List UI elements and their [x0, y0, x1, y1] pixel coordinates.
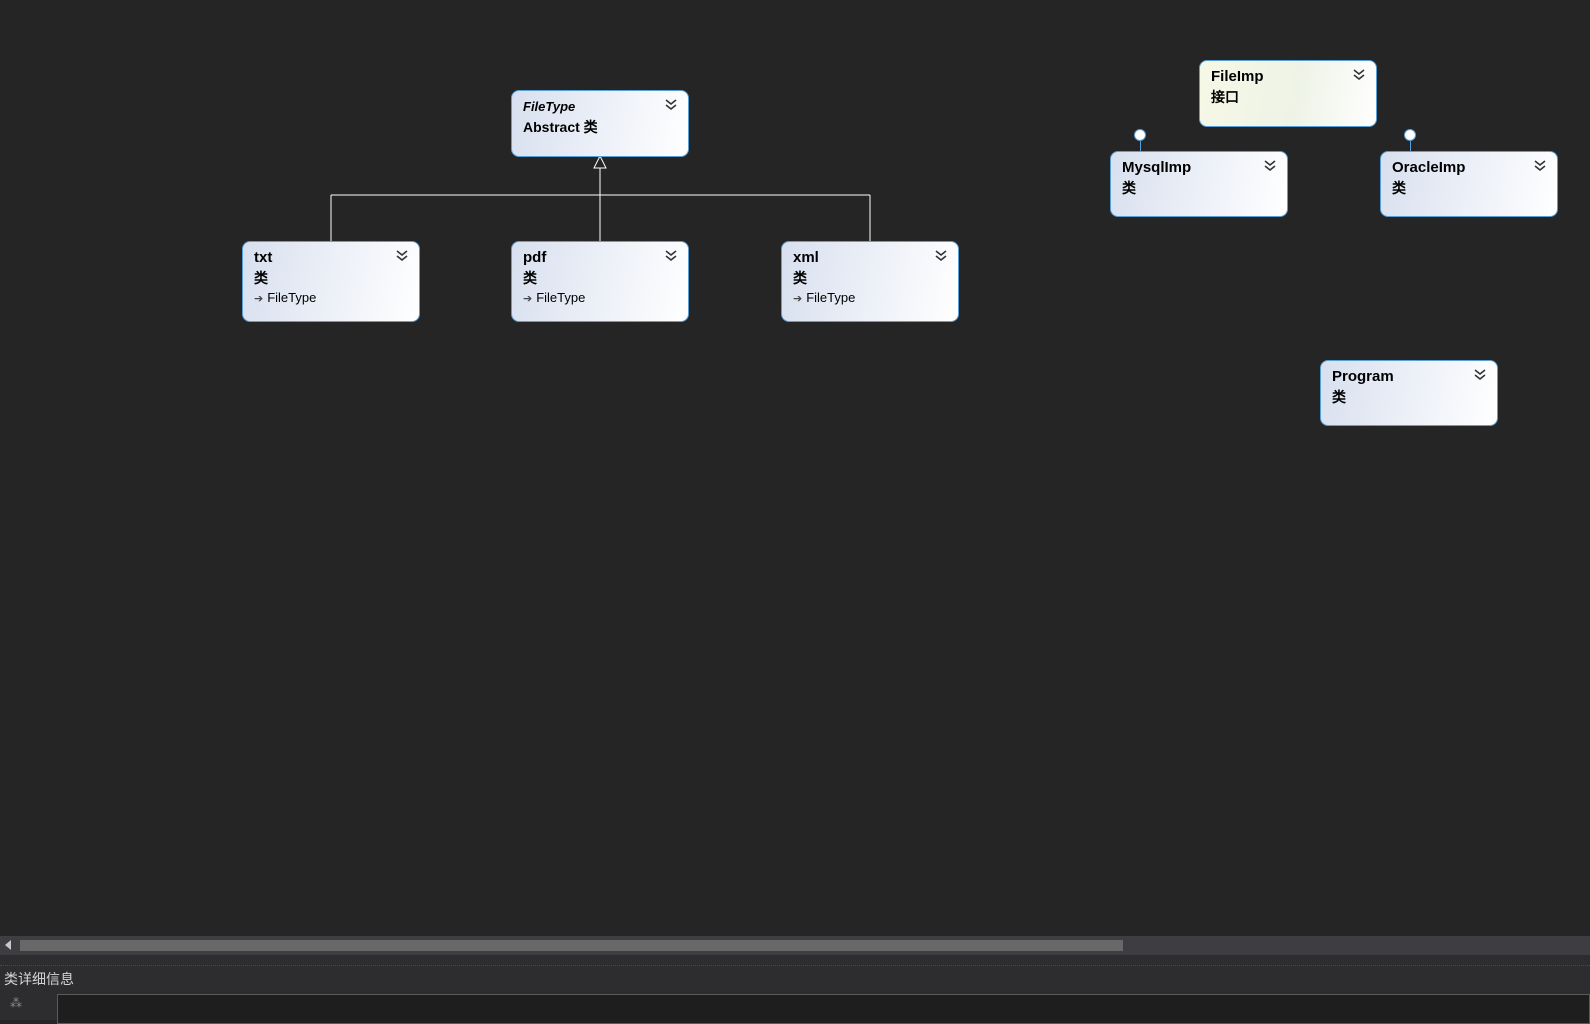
- chevron-down-icon[interactable]: [1473, 368, 1487, 382]
- chevron-down-icon[interactable]: [934, 249, 948, 263]
- class-name: txt: [254, 249, 273, 266]
- scroll-left-arrow-icon[interactable]: [5, 940, 11, 950]
- class-kind: 类: [1332, 389, 1346, 405]
- lollipop-stem: [1410, 141, 1411, 151]
- scrollbar-thumb[interactable]: [20, 940, 1123, 951]
- class-name: MysqlImp: [1122, 159, 1192, 176]
- class-shape-filetype[interactable]: FileType Abstract 类: [511, 90, 689, 157]
- inherits-arrow-icon: ➔: [793, 293, 803, 305]
- chevron-down-icon[interactable]: [1533, 159, 1547, 173]
- chevron-down-icon[interactable]: [395, 249, 409, 263]
- class-kind: 类: [793, 270, 807, 286]
- connectors-layer: [330, 154, 871, 241]
- class-name: Program: [1332, 368, 1394, 385]
- class-shape-pdf[interactable]: pdf 类 ➔FileType: [511, 241, 689, 322]
- chevron-down-icon[interactable]: [664, 98, 678, 112]
- class-name: FileType: [523, 99, 576, 114]
- class-kind: 类: [1392, 180, 1406, 196]
- interface-lollipop-icon[interactable]: [1134, 129, 1146, 141]
- class-shape-xml[interactable]: xml 类 ➔FileType: [781, 241, 959, 322]
- horizontal-scrollbar[interactable]: [0, 936, 1590, 955]
- class-name: OracleImp: [1392, 159, 1466, 176]
- class-shape-mysqlimp[interactable]: MysqlImp 类: [1110, 151, 1288, 217]
- inherits-arrow-icon: ➔: [523, 293, 533, 305]
- class-name: pdf: [523, 249, 547, 266]
- inherits-arrow-icon: ➔: [254, 293, 264, 305]
- class-details-panel: 类详细信息 ⁂: [0, 966, 1590, 1024]
- base-class: ➔FileType: [793, 288, 948, 309]
- class-shape-oracleimp[interactable]: OracleImp 类: [1380, 151, 1558, 217]
- class-kind: 类: [1122, 180, 1136, 196]
- chevron-down-icon[interactable]: [1263, 159, 1277, 173]
- panel-tool-icon[interactable]: ⁂: [10, 996, 22, 1010]
- inheritance-arrowhead: [593, 154, 607, 169]
- interface-name: FileImp: [1211, 68, 1264, 85]
- base-class: ➔FileType: [523, 288, 678, 309]
- class-diagram-canvas[interactable]: FileType Abstract 类 txt 类 ➔FileType pdf …: [0, 0, 1590, 947]
- class-shape-program[interactable]: Program 类: [1320, 360, 1498, 426]
- chevron-down-icon[interactable]: [664, 249, 678, 263]
- class-shape-txt[interactable]: txt 类 ➔FileType: [242, 241, 420, 322]
- interface-shape-fileimp[interactable]: FileImp 接口: [1199, 60, 1377, 127]
- interface-kind: 接口: [1211, 89, 1239, 105]
- interface-lollipop-icon[interactable]: [1404, 129, 1416, 141]
- class-kind: Abstract 类: [523, 119, 598, 135]
- panel-splitter[interactable]: [0, 955, 1590, 966]
- base-class: ➔FileType: [254, 288, 409, 309]
- class-name: xml: [793, 249, 819, 266]
- details-grid[interactable]: [57, 994, 1590, 1024]
- class-kind: 类: [254, 270, 268, 286]
- class-kind: 类: [523, 270, 537, 286]
- lollipop-stem: [1140, 141, 1141, 151]
- chevron-down-icon[interactable]: [1352, 68, 1366, 82]
- panel-title: 类详细信息: [4, 971, 74, 987]
